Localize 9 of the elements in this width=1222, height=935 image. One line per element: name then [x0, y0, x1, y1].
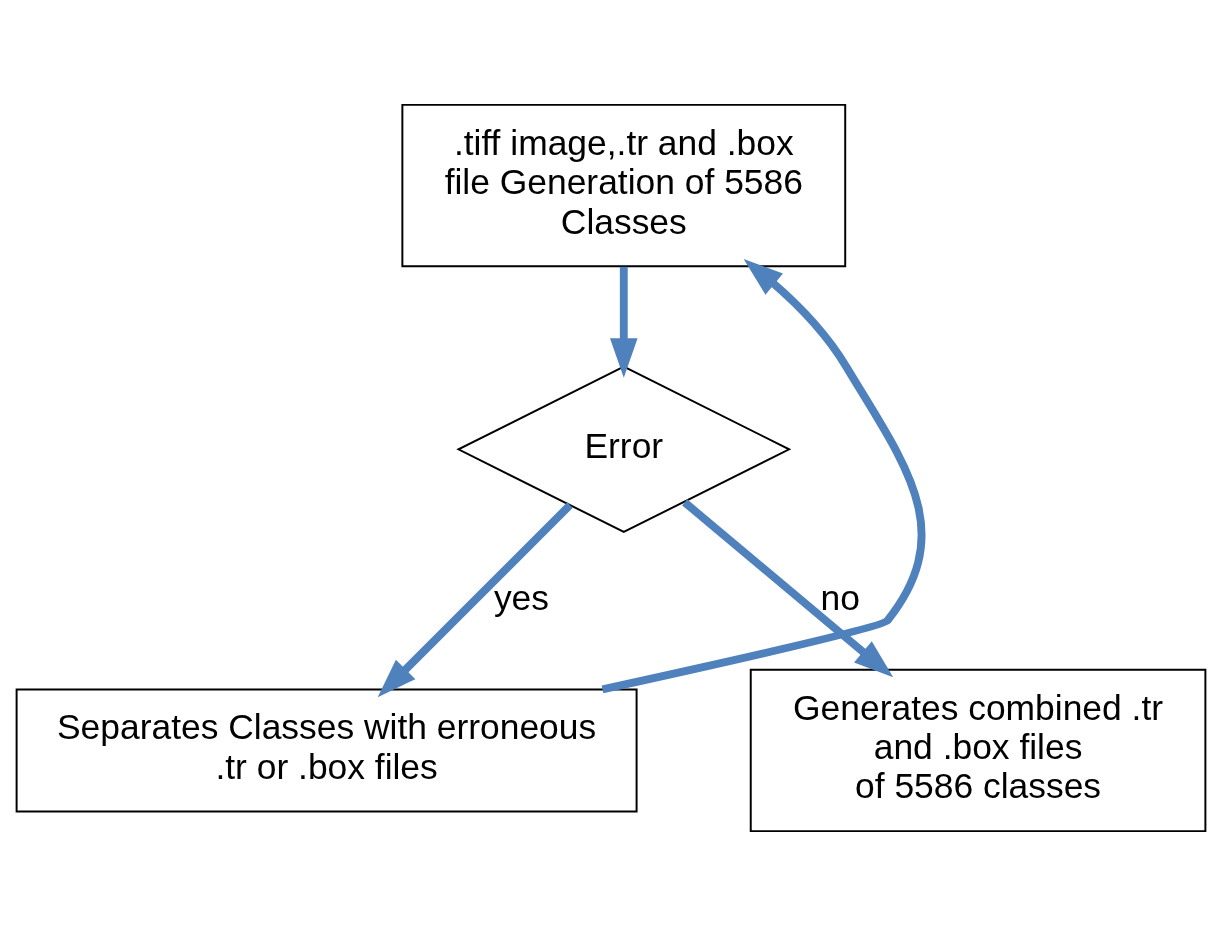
edge-label: no — [820, 577, 860, 618]
edge-label: yes — [493, 577, 549, 618]
arrow — [601, 258, 926, 693]
node-diamond: Error — [456, 365, 792, 533]
node-box: .tiff image,.tr and .box file Generation of 5586 Classes — [401, 103, 847, 267]
arrow — [377, 501, 573, 697]
node-box: Generates combined .tr and .box files of 5586 classes — [749, 668, 1207, 832]
node-box: Separates Classes with erroneous .tr or .box files — [15, 687, 638, 812]
arrow — [682, 498, 894, 677]
